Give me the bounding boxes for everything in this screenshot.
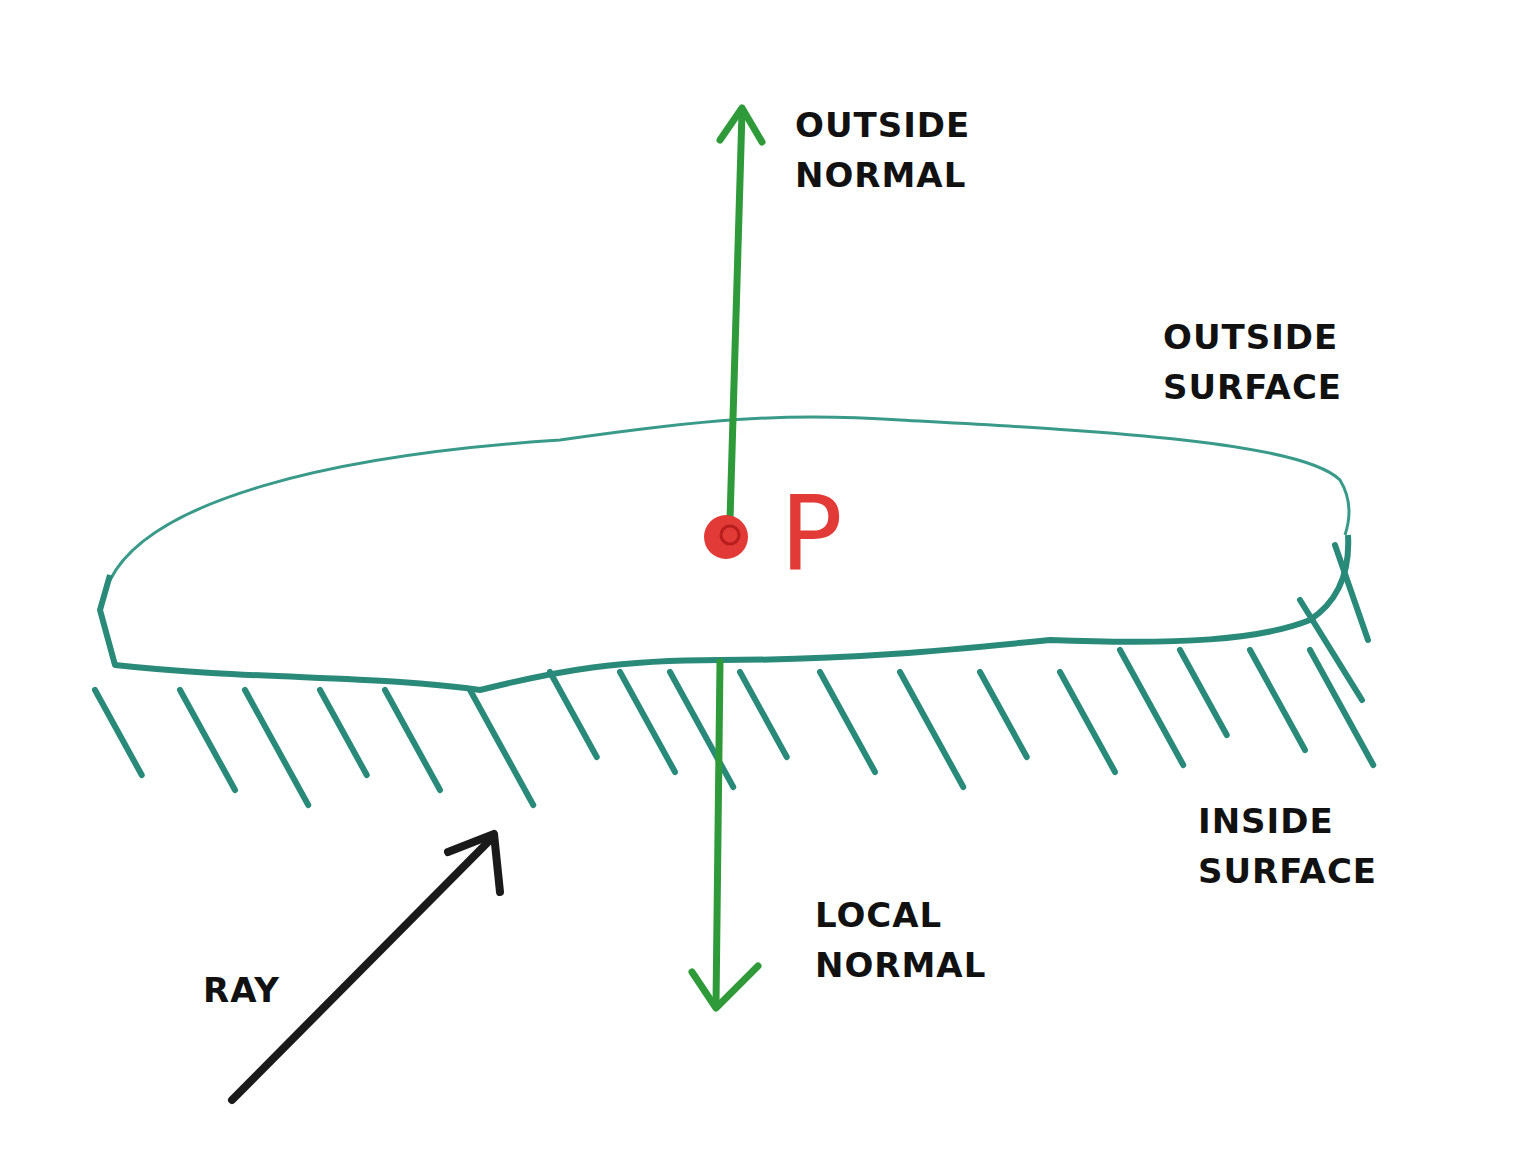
hatch-stroke: [980, 672, 1027, 757]
hatch-stroke: [1060, 672, 1115, 772]
hatch-stroke: [320, 690, 367, 775]
surface-label: INSIDE SURFACE: [1198, 796, 1438, 896]
ray-label: RAY: [203, 965, 323, 1015]
hatch-stroke: [900, 672, 963, 787]
point-p: [704, 515, 748, 559]
hatch-stroke: [1120, 650, 1183, 765]
hatch-stroke: [620, 672, 675, 772]
hatch-stroke: [670, 672, 733, 787]
hatch-stroke: [1250, 650, 1305, 750]
surface-label: OUTSIDE SURFACE: [1163, 312, 1403, 412]
hatch-stroke: [470, 690, 533, 805]
local-normal-arrow: [716, 662, 720, 1005]
hatch-stroke: [820, 672, 875, 772]
normal-label: LOCAL NORMAL: [815, 890, 1030, 990]
hatch-stroke: [385, 690, 440, 790]
normal-label: OUTSIDE NORMAL: [795, 100, 1025, 200]
point-label: P: [780, 478, 890, 588]
ray-arrow: [232, 838, 492, 1100]
hatch-stroke: [1335, 545, 1368, 640]
hatch-stroke: [95, 690, 142, 775]
point-p-scribble: [721, 526, 739, 544]
arrowhead: [448, 834, 500, 892]
hatch-stroke: [245, 690, 308, 805]
arrowhead: [720, 108, 762, 142]
hatch-stroke: [740, 672, 787, 757]
hatch-stroke: [550, 672, 597, 757]
hatch-stroke: [180, 690, 235, 790]
arrowhead: [692, 966, 758, 1008]
hatch-stroke: [1300, 600, 1362, 700]
hatch-stroke: [1180, 650, 1227, 735]
outside-normal-arrow: [730, 112, 742, 520]
